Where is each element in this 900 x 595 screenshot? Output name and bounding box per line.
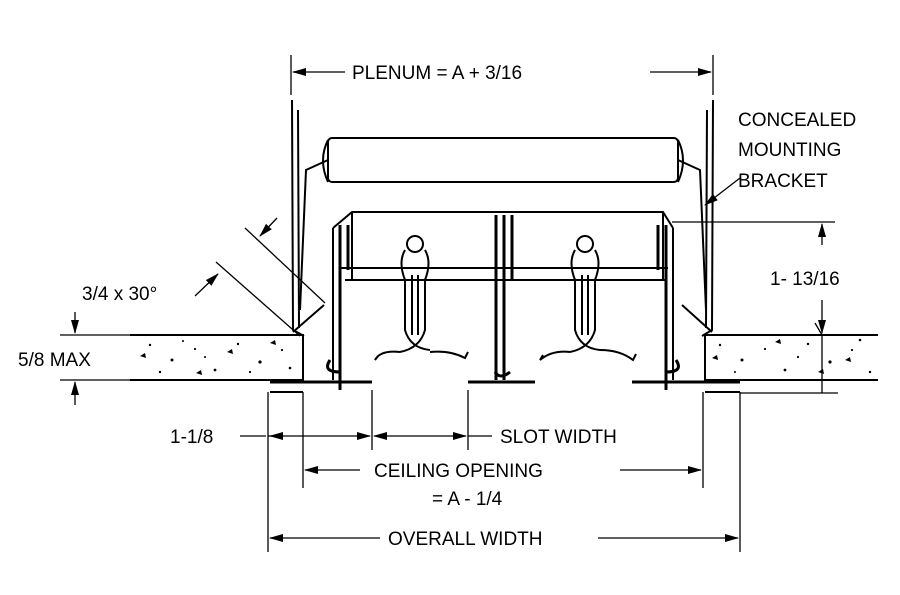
concealed-label-3: BRACKET (738, 171, 828, 192)
flange-label: 1-1/8 (170, 427, 213, 448)
concealed-label-1: CONCEALED (738, 110, 856, 131)
plenum-label: PLENUM = A + 3/16 (352, 63, 522, 84)
concrete-speckle-right (712, 338, 872, 374)
ceiling-opening-label: CEILING OPENING (374, 461, 543, 482)
bottom-dimensions: 1-1/8 SLOT WIDTH CEILING OPENING = A - 1… (170, 390, 741, 552)
diffuser-bottom-frame (270, 359, 740, 393)
pattern-controller-left (374, 235, 469, 361)
plenum-top-cylinder (299, 137, 707, 311)
slot-width-label: SLOT WIDTH (500, 427, 617, 448)
pattern-controller-right (539, 235, 637, 362)
ceiling-thickness-label: 5/8 MAX (18, 350, 91, 371)
ceiling-tile-right (704, 334, 878, 381)
ceiling-opening-formula: = A - 1/4 (432, 489, 503, 510)
diffuser-housing (332, 211, 674, 390)
chamfer-label: 3/4 x 30° (82, 284, 157, 305)
ceiling-tile-left (130, 334, 304, 381)
ceiling-thickness-dimension: 5/8 MAX (18, 312, 130, 405)
concealed-label-2: MOUNTING (738, 140, 841, 161)
plenum-dimension: PLENUM = A + 3/16 (290, 55, 714, 95)
height-dimension: 1- 13/16 (672, 221, 840, 394)
concrete-speckle-left (140, 340, 292, 375)
overall-width-label: OVERALL WIDTH (388, 529, 543, 550)
chamfer-callout: 3/4 x 30° (82, 217, 326, 337)
mounting-bracket-callout: CONCEALED MOUNTING BRACKET (704, 110, 856, 206)
height-label: 1- 13/16 (770, 269, 840, 290)
